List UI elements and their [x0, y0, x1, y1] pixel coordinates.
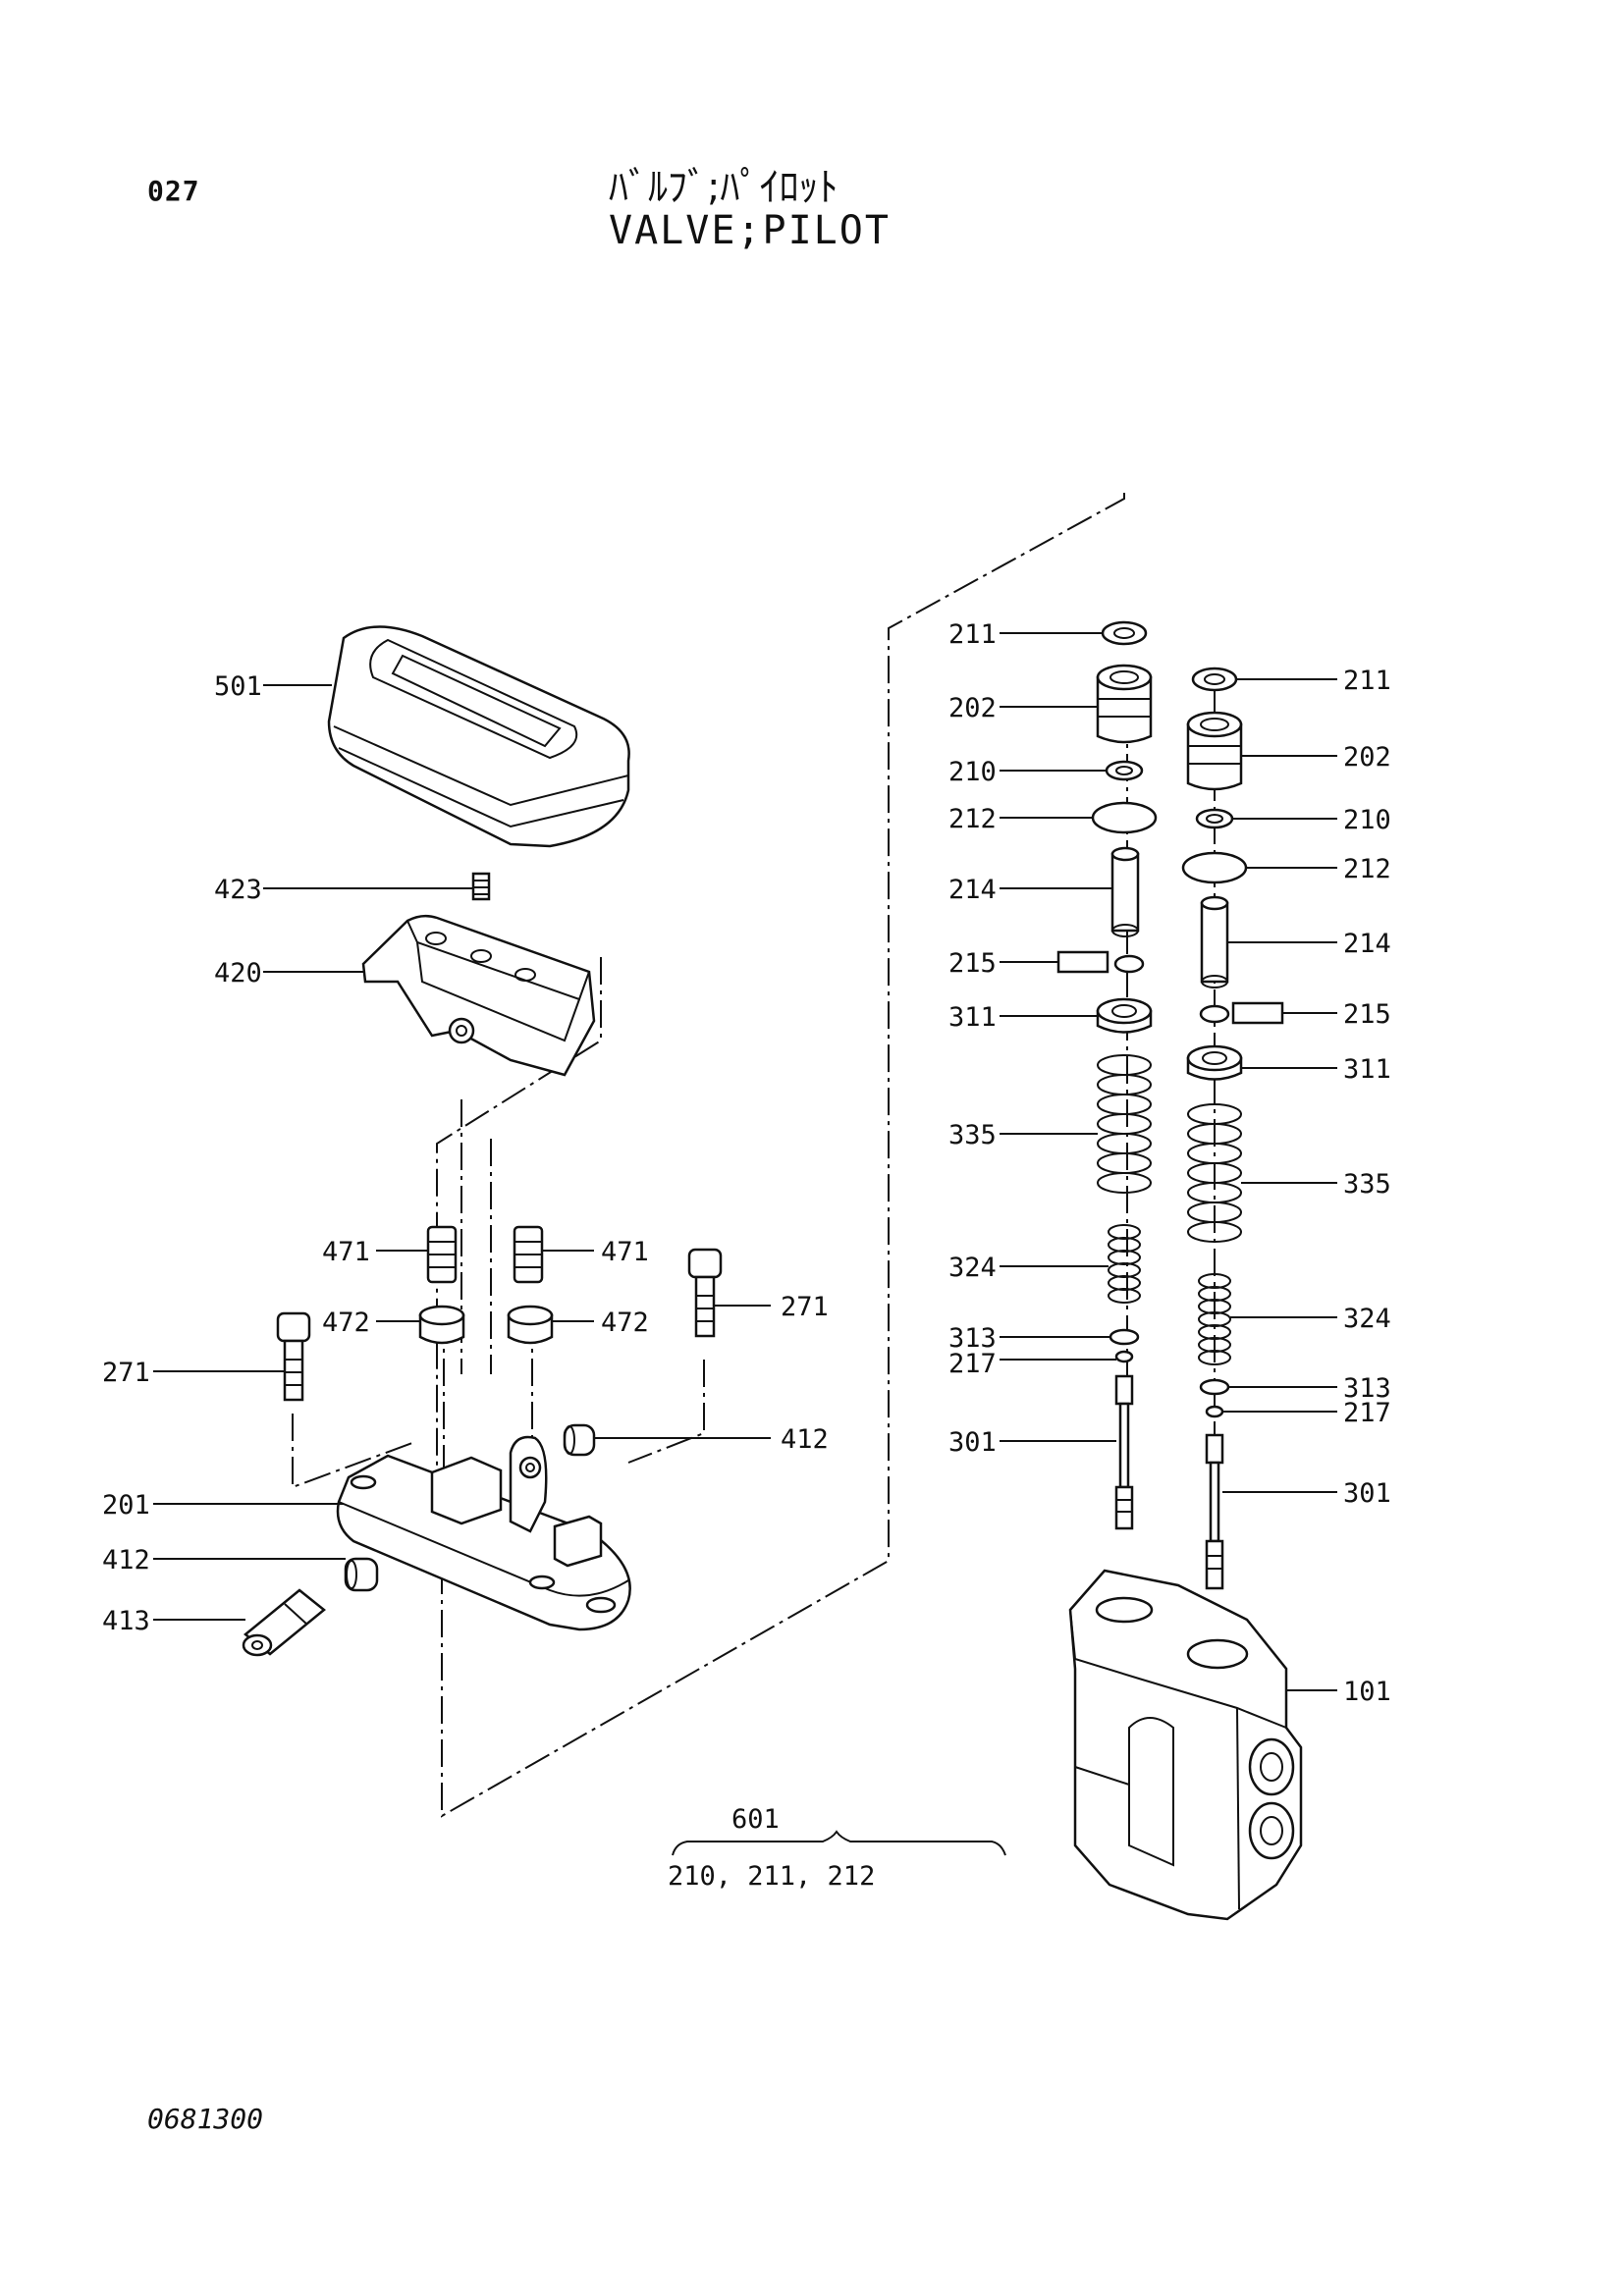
- callout-201: 201: [102, 1490, 150, 1521]
- callout-324-left: 324: [948, 1253, 997, 1283]
- callout-471-left: 471: [322, 1237, 370, 1267]
- plug-202-left: [1096, 664, 1153, 744]
- callout-313-left: 313: [948, 1323, 997, 1354]
- casing-101: [1068, 1569, 1303, 1921]
- callout-214-left: 214: [948, 875, 997, 905]
- callout-471-right: 471: [601, 1237, 649, 1267]
- plug-412-lower: [344, 1557, 379, 1592]
- washer-313-left: [1109, 1328, 1140, 1346]
- seal-472-left: [418, 1305, 465, 1345]
- callout-210-right: 210: [1343, 805, 1391, 835]
- callout-412-lower: 412: [102, 1545, 150, 1575]
- page-number: 027: [147, 175, 200, 207]
- spring-335-left: [1097, 1054, 1152, 1194]
- ring-217-left: [1114, 1350, 1134, 1363]
- callout-335-right: 335: [1343, 1169, 1391, 1200]
- callout-335-left: 335: [948, 1120, 997, 1150]
- leader-lines: [153, 632, 1337, 1691]
- spool-301-left: [1114, 1374, 1134, 1530]
- callout-501: 501: [214, 671, 262, 702]
- clip-215-right: [1199, 1001, 1284, 1025]
- title-japanese: ﾊﾞﾙﾌﾞ;ﾊﾟｲﾛｯﾄ: [609, 165, 839, 210]
- kit-bracket-601: [672, 1830, 1006, 1856]
- pusher-471-left: [426, 1225, 458, 1284]
- washer-210-left: [1105, 760, 1144, 781]
- drawing-number: 0681300: [147, 2103, 264, 2135]
- spool-301-right: [1205, 1433, 1224, 1590]
- kit-contents: 210, 211, 212: [668, 1861, 875, 1892]
- setscrew-423: [471, 872, 491, 901]
- callout-324-right: 324: [1343, 1304, 1391, 1334]
- pin-413: [242, 1588, 326, 1657]
- callout-214-right: 214: [1343, 929, 1391, 959]
- kit-number-601: 601: [731, 1804, 780, 1835]
- callout-labels: 501 423 420 471 471 472 472 271 271 412 …: [102, 619, 1391, 1892]
- callout-423: 423: [214, 875, 262, 905]
- callout-412-upper: 412: [781, 1424, 829, 1455]
- callout-420: 420: [214, 958, 262, 988]
- callout-101: 101: [1343, 1677, 1391, 1707]
- callout-217-left: 217: [948, 1349, 997, 1379]
- o-ring-212-right: [1181, 851, 1248, 884]
- callout-311-left: 311: [948, 1002, 997, 1033]
- o-ring-212-left: [1091, 801, 1158, 834]
- callout-212-left: 212: [948, 804, 997, 834]
- callout-202-left: 202: [948, 693, 997, 723]
- callout-301-left: 301: [948, 1427, 997, 1458]
- ring-217-right: [1205, 1405, 1224, 1418]
- spring-seat-211-left: [1101, 620, 1148, 646]
- sleeve-214-left: [1110, 846, 1140, 937]
- plug-202-right: [1186, 711, 1243, 791]
- clip-215-left: [1056, 950, 1145, 974]
- callout-271-left: 271: [102, 1358, 150, 1388]
- pusher-471-right: [513, 1225, 544, 1284]
- seal-472-right: [507, 1305, 554, 1345]
- callout-217-right: 217: [1343, 1398, 1391, 1428]
- callout-301-right: 301: [1343, 1478, 1391, 1509]
- spring-seat-311-left: [1096, 997, 1153, 1034]
- callout-313-right: 313: [1343, 1373, 1391, 1404]
- boot-501: [327, 625, 630, 848]
- callout-210-left: 210: [948, 757, 997, 787]
- plate-201: [336, 1435, 631, 1631]
- bolt-271-right: [687, 1248, 723, 1338]
- callout-211-left: 211: [948, 619, 997, 650]
- callout-211-right: 211: [1343, 666, 1391, 696]
- callout-202-right: 202: [1343, 742, 1391, 773]
- spring-seat-211-right: [1191, 667, 1238, 692]
- title-english: VALVE;PILOT: [609, 208, 891, 253]
- washer-313-right: [1199, 1378, 1230, 1396]
- callout-212-right: 212: [1343, 854, 1391, 884]
- callout-215-left: 215: [948, 948, 997, 979]
- callout-311-right: 311: [1343, 1054, 1391, 1085]
- callout-472-right: 472: [601, 1308, 649, 1338]
- callout-413: 413: [102, 1606, 150, 1636]
- callout-472-left: 472: [322, 1308, 370, 1338]
- spring-324-left: [1108, 1224, 1141, 1304]
- callout-215-right: 215: [1343, 999, 1391, 1030]
- plug-412-upper: [563, 1423, 596, 1457]
- bolt-271-left: [276, 1311, 311, 1402]
- spring-seat-311-right: [1186, 1044, 1243, 1081]
- cam-420: [361, 914, 596, 1077]
- sleeve-214-right: [1200, 895, 1229, 988]
- callout-271-right: 271: [781, 1292, 829, 1322]
- spring-324-right: [1198, 1273, 1231, 1365]
- washer-210-right: [1195, 808, 1234, 829]
- spring-335-right: [1187, 1103, 1242, 1243]
